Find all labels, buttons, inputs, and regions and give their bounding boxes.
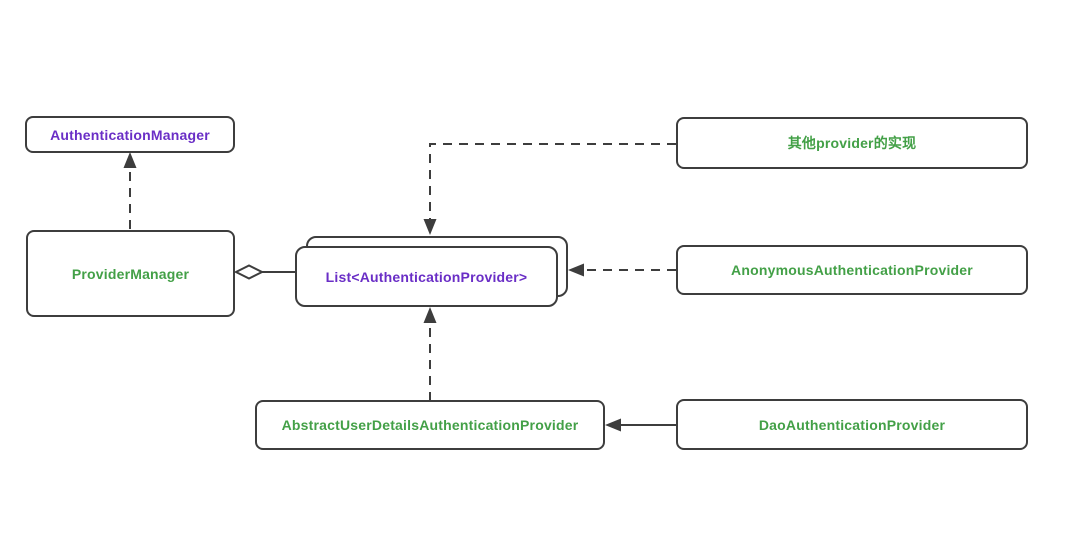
node-anonymous-provider-label: AnonymousAuthenticationProvider [731, 262, 973, 278]
node-authentication-manager: AuthenticationManager [25, 116, 235, 153]
node-other-provider: 其他provider的实现 [676, 117, 1028, 169]
edge-provider-manager-to-provider-list [233, 264, 296, 280]
edge-dao-provider-to-abstract-provider [605, 418, 676, 432]
edge-other-provider-to-provider-list [423, 143, 676, 235]
node-dao-provider-label: DaoAuthenticationProvider [758, 416, 946, 433]
node-anonymous-provider: AnonymousAuthenticationProvider [676, 245, 1028, 295]
node-provider-manager-label: ProviderManager [71, 265, 190, 282]
edge-provider-manager-to-authentication-manager [123, 152, 137, 229]
aggregation-diamond-icon [233, 264, 265, 280]
node-provider-list: List<AuthenticationProvider> [295, 246, 558, 307]
edge-abstract-provider-to-provider-list [423, 307, 437, 401]
node-provider-list-label: List<AuthenticationProvider> [325, 268, 528, 285]
node-authentication-manager-label: AuthenticationManager [50, 126, 210, 143]
edge-anonymous-provider-to-provider-list [568, 263, 676, 277]
node-abstract-user-details-provider-label: AbstractUserDetailsAuthenticationProvide… [281, 417, 579, 433]
node-other-provider-label: 其他provider的实现 [787, 135, 917, 151]
node-abstract-user-details-provider: AbstractUserDetailsAuthenticationProvide… [255, 400, 605, 450]
node-dao-provider: DaoAuthenticationProvider [676, 399, 1028, 450]
node-provider-manager: ProviderManager [26, 230, 235, 317]
